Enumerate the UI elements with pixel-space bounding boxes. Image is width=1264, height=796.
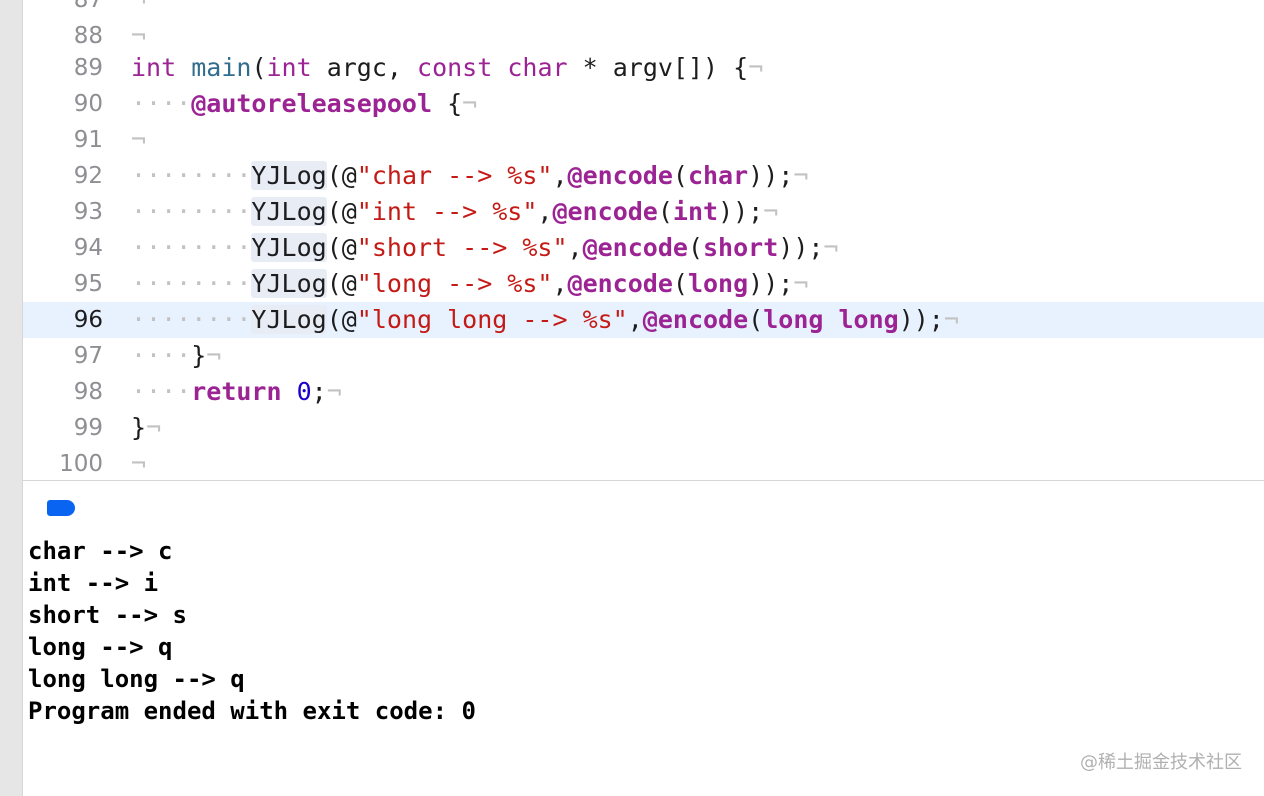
code-text: ¬ <box>131 449 147 478</box>
code-editor[interactable]: 87 ¬ 88 ¬ 89 int main(int argc, const ch… <box>23 0 1264 480</box>
line-number: 94 <box>73 235 103 261</box>
left-gutter-strip <box>0 0 23 796</box>
line-number: 98 <box>73 379 103 405</box>
code-text: }¬ <box>131 413 162 442</box>
console-line: long --> q <box>28 633 173 661</box>
line-number: 88 <box>73 23 103 49</box>
code-line-98[interactable]: 98 ····return 0;¬ <box>23 374 1264 410</box>
code-line-96-current[interactable]: 96 ········YJLog(@"long long --> %s",@en… <box>23 302 1264 338</box>
console-output[interactable]: char --> c int --> i short --> s long --… <box>23 535 1264 796</box>
breakpoint-flag-icon[interactable] <box>47 500 75 516</box>
code-text: ········YJLog(@"long --> %s",@encode(lon… <box>131 269 809 298</box>
line-number: 89 <box>73 55 103 81</box>
watermark: @稀土掘金技术社区 <box>1080 752 1242 773</box>
line-number: 100 <box>59 451 103 477</box>
code-line-91[interactable]: 91 ¬ <box>23 122 1264 158</box>
line-number: 93 <box>73 199 103 225</box>
code-line-97[interactable]: 97 ····}¬ <box>23 338 1264 374</box>
line-number: 96 <box>73 307 103 333</box>
code-line-90[interactable]: 90 ····@autoreleasepool {¬ <box>23 86 1264 122</box>
code-text: ····}¬ <box>131 341 222 370</box>
code-line-94[interactable]: 94 ········YJLog(@"short --> %s",@encode… <box>23 230 1264 266</box>
console-line: char --> c <box>28 537 173 565</box>
code-line-88[interactable]: 88 ¬ <box>23 18 1264 54</box>
code-text: ····return 0;¬ <box>131 377 342 406</box>
line-number: 95 <box>73 271 103 297</box>
code-text: ····@autoreleasepool {¬ <box>131 89 478 118</box>
code-text: ········YJLog(@"char --> %s",@encode(cha… <box>131 161 809 190</box>
code-text: ········YJLog(@"int --> %s",@encode(int)… <box>131 197 779 226</box>
code-text: ¬ <box>131 21 147 50</box>
console-line: short --> s <box>28 601 187 629</box>
console-line: int --> i <box>28 569 159 597</box>
code-line-100[interactable]: 100 ¬ <box>23 446 1264 480</box>
code-text: int main(int argc, const char * argv[]) … <box>131 53 764 82</box>
line-number: 87 <box>73 0 103 13</box>
code-line-95[interactable]: 95 ········YJLog(@"long --> %s",@encode(… <box>23 266 1264 302</box>
code-line-89[interactable]: 89 int main(int argc, const char * argv[… <box>23 50 1264 86</box>
code-text: ········YJLog(@"long long --> %s",@encod… <box>131 305 959 334</box>
line-number: 97 <box>73 343 103 369</box>
code-text: ¬ <box>131 125 147 154</box>
code-text: ········YJLog(@"short --> %s",@encode(sh… <box>131 233 839 262</box>
line-number: 99 <box>73 415 103 441</box>
code-text: ¬ <box>131 0 146 18</box>
code-line-93[interactable]: 93 ········YJLog(@"int --> %s",@encode(i… <box>23 194 1264 230</box>
code-line-99[interactable]: 99 }¬ <box>23 410 1264 446</box>
console-line: Program ended with exit code: 0 <box>28 697 476 725</box>
code-line-92[interactable]: 92 ········YJLog(@"char --> %s",@encode(… <box>23 158 1264 194</box>
line-number: 91 <box>73 127 103 153</box>
debug-bar <box>23 480 1264 536</box>
line-number: 92 <box>73 163 103 189</box>
line-number: 90 <box>73 91 103 117</box>
code-line-87[interactable]: 87 ¬ <box>23 0 1264 18</box>
console-line: long long --> q <box>28 665 245 693</box>
